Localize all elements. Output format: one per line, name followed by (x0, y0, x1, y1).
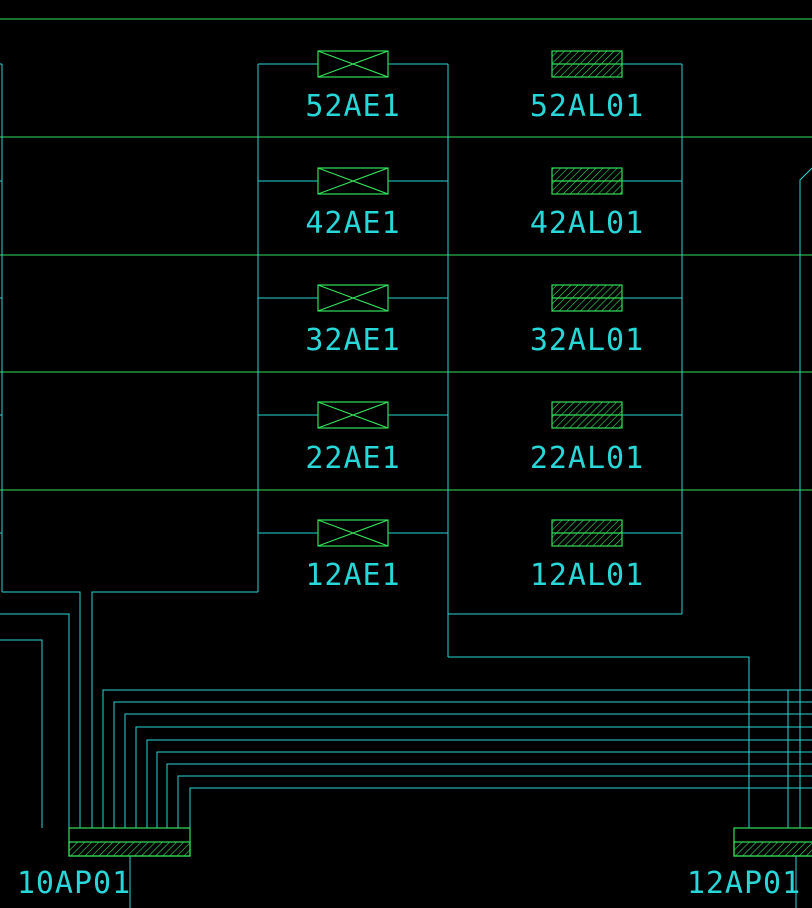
wire (91, 591, 258, 828)
ae-devices (317, 50, 389, 547)
hatched-box-icon[interactable] (551, 401, 623, 429)
wire (448, 656, 750, 828)
hatched-box-icon[interactable] (551, 50, 623, 78)
al-devices (551, 50, 623, 547)
hatched-panel-icon[interactable] (68, 827, 191, 857)
panels (68, 827, 812, 857)
ae-label: 12AE1 (305, 558, 400, 593)
labels: 52AE1 52AL01 42AE1 42AL01 32AE1 32AL01 2… (17, 89, 801, 901)
floor-lines (0, 18, 812, 491)
wire (189, 787, 812, 828)
wire (102, 689, 812, 828)
crossed-box-icon[interactable] (317, 401, 389, 429)
panel-label: 10AP01 (17, 866, 131, 901)
wire (166, 763, 812, 828)
ae-label: 52AE1 (305, 89, 400, 124)
crossed-box-icon[interactable] (317, 167, 389, 195)
wire (0, 613, 70, 828)
wire (124, 713, 812, 828)
hatched-box-icon[interactable] (551, 519, 623, 547)
wire (135, 726, 812, 828)
ae-label: 32AE1 (305, 323, 400, 358)
hatched-panel-icon[interactable] (733, 827, 812, 857)
wire (156, 751, 812, 828)
al-label: 42AL01 (530, 206, 644, 241)
wire (799, 167, 812, 828)
crossed-box-icon[interactable] (317, 284, 389, 312)
al-label: 12AL01 (530, 558, 644, 593)
wire (177, 775, 812, 828)
wire (0, 639, 43, 828)
crossed-box-icon[interactable] (317, 50, 389, 78)
crossed-box-icon[interactable] (317, 519, 389, 547)
wire (113, 701, 812, 828)
wiring (0, 63, 812, 908)
hatched-box-icon[interactable] (551, 167, 623, 195)
ae-label: 22AE1 (305, 441, 400, 476)
ae-label: 42AE1 (305, 206, 400, 241)
al-label: 32AL01 (530, 323, 644, 358)
wire (146, 739, 812, 828)
wire (2, 591, 81, 828)
hatched-box-icon[interactable] (551, 284, 623, 312)
panel-label: 12AP01 (687, 866, 801, 901)
al-label: 52AL01 (530, 89, 644, 124)
al-label: 22AL01 (530, 441, 644, 476)
